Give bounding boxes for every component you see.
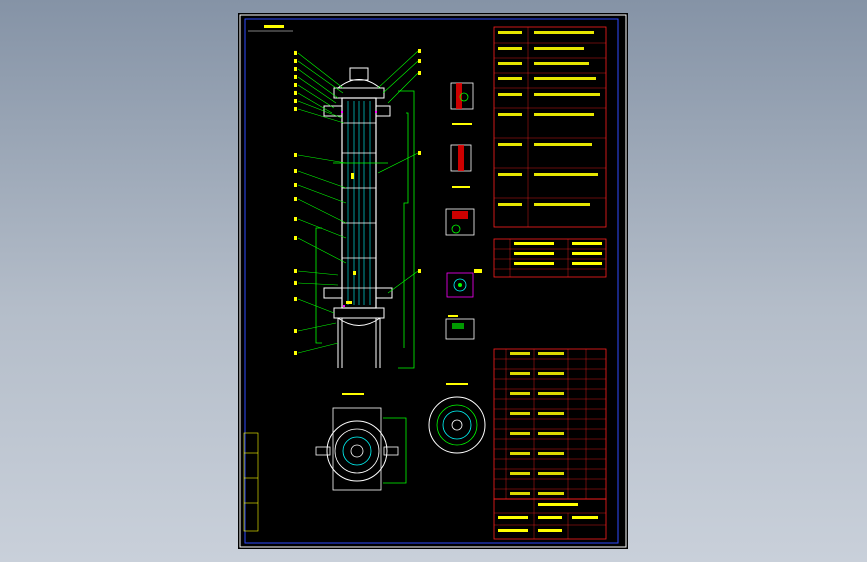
drawing-canvas bbox=[239, 14, 627, 548]
right-leaders bbox=[377, 50, 419, 294]
title-block bbox=[493, 498, 607, 540]
revision-block bbox=[243, 432, 259, 532]
drawing-sheet[interactable] bbox=[238, 13, 628, 549]
tower-elevation bbox=[323, 67, 393, 368]
outer-frame bbox=[239, 14, 627, 548]
corner-tag bbox=[248, 25, 293, 32]
dimension-lines bbox=[315, 90, 415, 369]
tech-table-middle bbox=[493, 238, 607, 278]
right-labels bbox=[418, 49, 421, 273]
left-labels bbox=[294, 51, 297, 355]
detail-views bbox=[445, 82, 482, 340]
parts-list bbox=[493, 348, 607, 500]
tech-table-top bbox=[493, 26, 607, 228]
inner-frame bbox=[244, 18, 619, 544]
plan-views bbox=[315, 383, 486, 491]
left-leaders bbox=[297, 52, 347, 354]
